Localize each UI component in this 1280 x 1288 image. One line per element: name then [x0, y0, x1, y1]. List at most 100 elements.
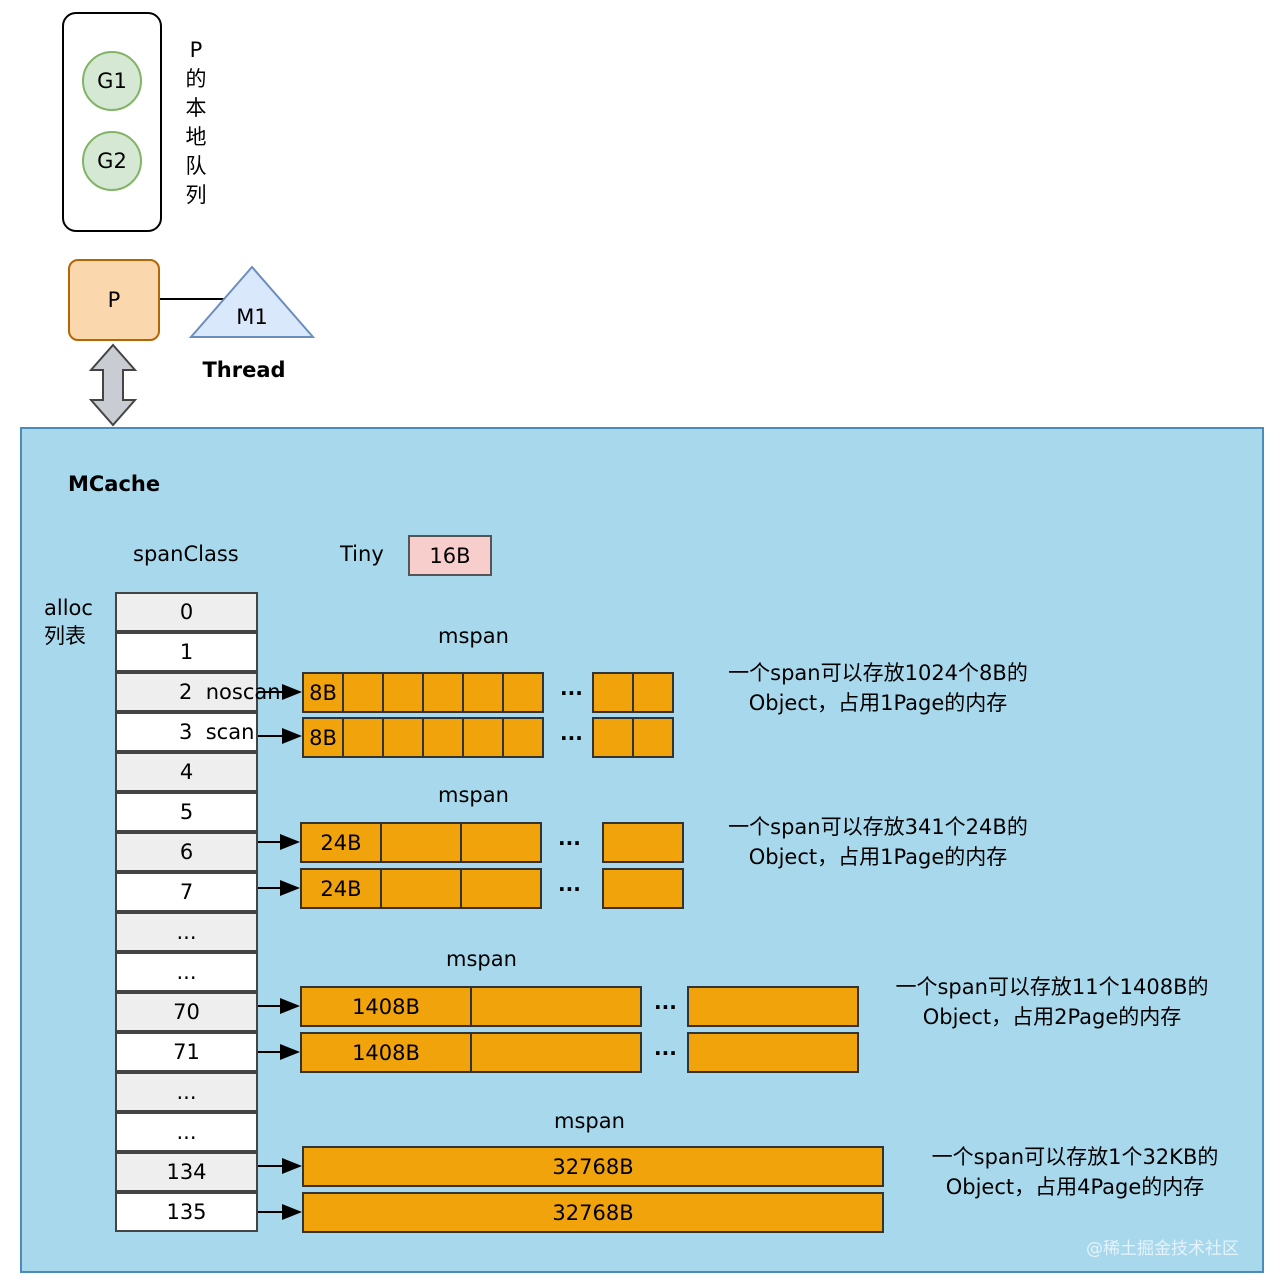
span-object: 8B [302, 717, 344, 758]
span-object [502, 672, 544, 713]
tiny-label: Tiny [340, 542, 384, 566]
span-object [687, 1032, 859, 1073]
mspan-label: mspan [438, 624, 509, 648]
span-description: 一个span可以存放11个1408B的 Object，占用2Page的内存 [876, 972, 1228, 1032]
span-object [460, 868, 542, 909]
span-object: 32768B [302, 1192, 884, 1233]
span-object [382, 672, 424, 713]
alloc-cell: ... [115, 912, 258, 952]
alloc-cell: 135 [115, 1192, 258, 1232]
mspan-24b-b: 24B [300, 868, 542, 909]
label-char: 的 [185, 67, 207, 91]
span-object [632, 717, 674, 758]
goroutine-g1: G1 [82, 51, 142, 111]
mspan-24b-a: 24B [300, 822, 542, 863]
span-object: 32768B [302, 1146, 884, 1187]
alloc-cell: ... [115, 1112, 258, 1152]
desc-line: Object，占用1Page的内存 [748, 691, 1008, 715]
mspan-24b-b-tail [602, 868, 684, 909]
span-object [602, 868, 684, 909]
mspan-1408b-b: 1408B [300, 1032, 642, 1073]
span-ellipsis: ... [558, 826, 581, 850]
span-ellipsis: ... [654, 990, 677, 1014]
span-object [502, 717, 544, 758]
alloc-cell: 5 [115, 792, 258, 832]
processor-p: P [68, 259, 160, 341]
label-char: P [189, 38, 203, 62]
label-char: 队 [185, 154, 207, 178]
span-ellipsis: ... [560, 676, 583, 700]
alloc-cell: 4 [115, 752, 258, 792]
alloc-cell: 2 noscan [115, 672, 281, 712]
desc-line: 一个span可以存放341个24B的 [728, 815, 1028, 839]
alloc-cell: 7 [115, 872, 258, 912]
local-queue-label: P 的 本 地 队 列 [181, 36, 211, 210]
alloc-cell: 6 [115, 832, 258, 872]
span-class-header: spanClass [133, 542, 239, 566]
alloc-label-line2: 列表 [44, 624, 86, 648]
span-description: 一个span可以存放1024个8B的 Object，占用1Page的内存 [708, 658, 1048, 718]
alloc-label: alloc 列表 [44, 594, 93, 650]
span-object [462, 717, 504, 758]
mspan-32768b-b: 32768B [302, 1192, 884, 1233]
span-description: 一个span可以存放341个24B的 Object，占用1Page的内存 [708, 812, 1048, 872]
span-description: 一个span可以存放1个32KB的 Object，占用4Page的内存 [910, 1142, 1240, 1202]
span-object [592, 672, 634, 713]
mspan-24b-a-tail [602, 822, 684, 863]
span-ellipsis: ... [558, 872, 581, 896]
span-object [592, 717, 634, 758]
thread-label: Thread [202, 358, 286, 382]
span-object [382, 717, 424, 758]
alloc-cell: ... [115, 952, 258, 992]
mspan-1408b-a: 1408B [300, 986, 642, 1027]
span-object [632, 672, 674, 713]
mspan-label: mspan [554, 1109, 625, 1133]
local-run-queue [62, 12, 162, 232]
alloc-cell: 1 [115, 632, 258, 672]
alloc-cell: 71 [115, 1032, 258, 1072]
mspan-8b-scan: 8B [302, 717, 544, 758]
span-object [470, 1032, 642, 1073]
alloc-label-line1: alloc [44, 596, 93, 620]
mspan-label: mspan [446, 947, 517, 971]
span-object: 24B [300, 868, 382, 909]
span-object [462, 672, 504, 713]
mspan-label: mspan [438, 783, 509, 807]
tiny-allocator-box: 16B [408, 535, 492, 576]
alloc-cell-index: 2 [179, 680, 193, 704]
label-char: 列 [185, 183, 207, 207]
watermark: @稀土掘金技术社区 [1086, 1239, 1239, 1259]
span-object [380, 868, 462, 909]
span-ellipsis: ... [654, 1036, 677, 1060]
double-arrow-icon [88, 343, 138, 427]
alloc-cell: 70 [115, 992, 258, 1032]
alloc-cell-index: 3 [179, 720, 193, 744]
label-char: 地 [185, 125, 207, 149]
span-object [342, 672, 384, 713]
thread-m1-triangle [188, 265, 316, 338]
span-object [470, 986, 642, 1027]
mspan-32768b-a: 32768B [302, 1146, 884, 1187]
span-object [342, 717, 384, 758]
desc-line: 一个span可以存放11个1408B的 [895, 975, 1209, 999]
span-object [422, 717, 464, 758]
span-object [422, 672, 464, 713]
mspan-1408b-a-tail [687, 986, 859, 1027]
alloc-cell-tag: scan [205, 720, 255, 744]
span-ellipsis: ... [560, 721, 583, 745]
alloc-cell: ... [115, 1072, 258, 1112]
mspan-8b-noscan: 8B [302, 672, 544, 713]
desc-line: Object，占用4Page的内存 [945, 1175, 1205, 1199]
mcache-title: MCache [68, 472, 161, 496]
span-object [602, 822, 684, 863]
thread-m1-label: M1 [236, 305, 268, 329]
span-object: 8B [302, 672, 344, 713]
desc-line: Object，占用2Page的内存 [922, 1005, 1182, 1029]
mspan-1408b-b-tail [687, 1032, 859, 1073]
desc-line: 一个span可以存放1024个8B的 [728, 661, 1028, 685]
top-connectors [88, 265, 316, 427]
mspan-8b-noscan-tail [592, 672, 674, 713]
alloc-cell: 3 scan [115, 712, 258, 752]
label-char: 本 [185, 96, 207, 120]
